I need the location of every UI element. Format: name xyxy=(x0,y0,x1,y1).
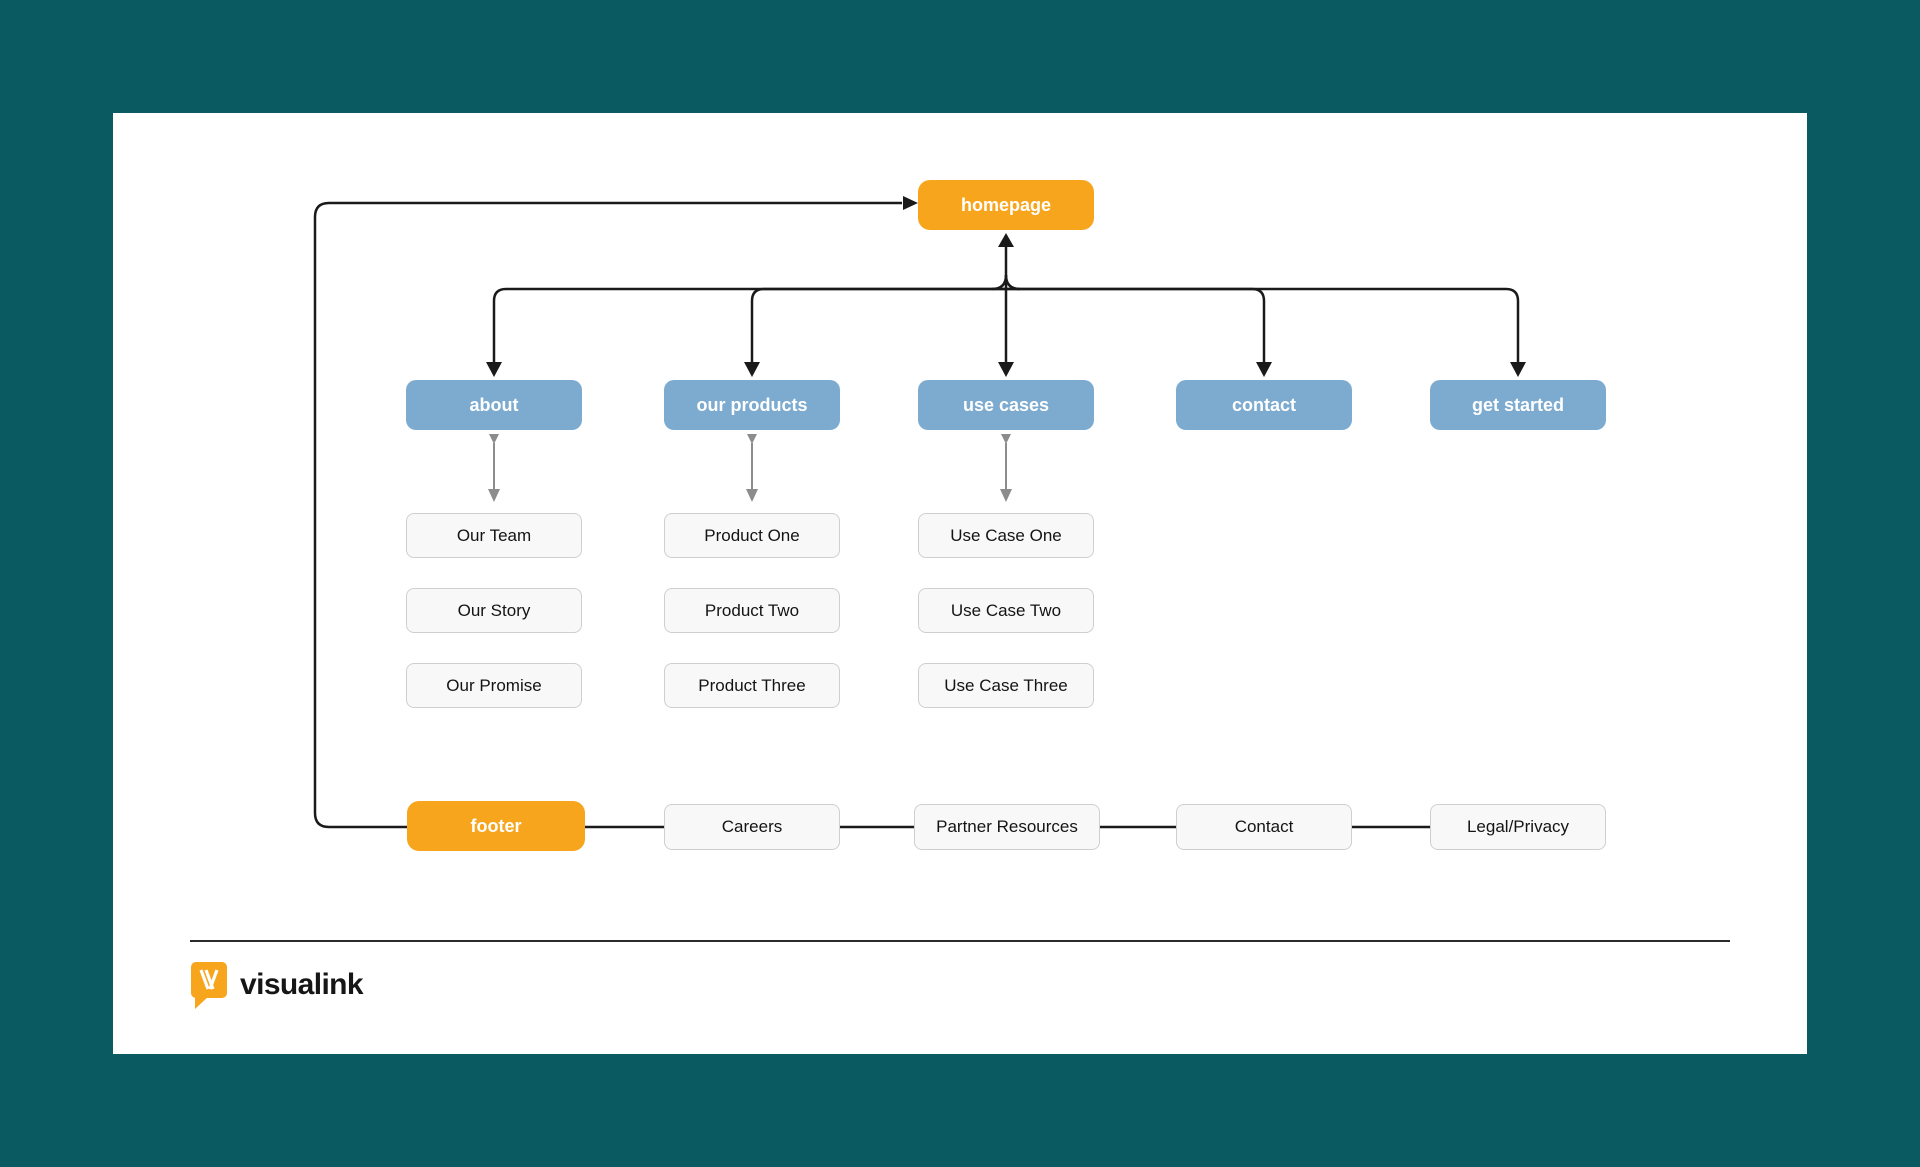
node-our-products[interactable]: our products xyxy=(664,380,840,430)
node-footer-contact[interactable]: Contact xyxy=(1176,804,1352,850)
node-product-two[interactable]: Product Two xyxy=(664,588,840,633)
node-our-promise[interactable]: Our Promise xyxy=(406,663,582,708)
visualink-logo-icon xyxy=(191,962,227,1009)
node-partner-resources[interactable]: Partner Resources xyxy=(914,804,1100,850)
node-use-case-two[interactable]: Use Case Two xyxy=(918,588,1094,633)
node-our-story[interactable]: Our Story xyxy=(406,588,582,633)
node-about[interactable]: about xyxy=(406,380,582,430)
node-use-cases[interactable]: use cases xyxy=(918,380,1094,430)
node-legal-privacy[interactable]: Legal/Privacy xyxy=(1430,804,1606,850)
node-careers[interactable]: Careers xyxy=(664,804,840,850)
node-footer[interactable]: footer xyxy=(407,801,585,851)
node-get-started[interactable]: get started xyxy=(1430,380,1606,430)
logo-wordmark: visualink xyxy=(240,968,364,1001)
card xyxy=(113,113,1807,1054)
node-product-three[interactable]: Product Three xyxy=(664,663,840,708)
node-use-case-one[interactable]: Use Case One xyxy=(918,513,1094,558)
node-contact[interactable]: contact xyxy=(1176,380,1352,430)
brand: visualink xyxy=(189,960,364,1010)
node-homepage[interactable]: homepage xyxy=(918,180,1094,230)
node-our-team[interactable]: Our Team xyxy=(406,513,582,558)
node-product-one[interactable]: Product One xyxy=(664,513,840,558)
node-use-case-three[interactable]: Use Case Three xyxy=(918,663,1094,708)
